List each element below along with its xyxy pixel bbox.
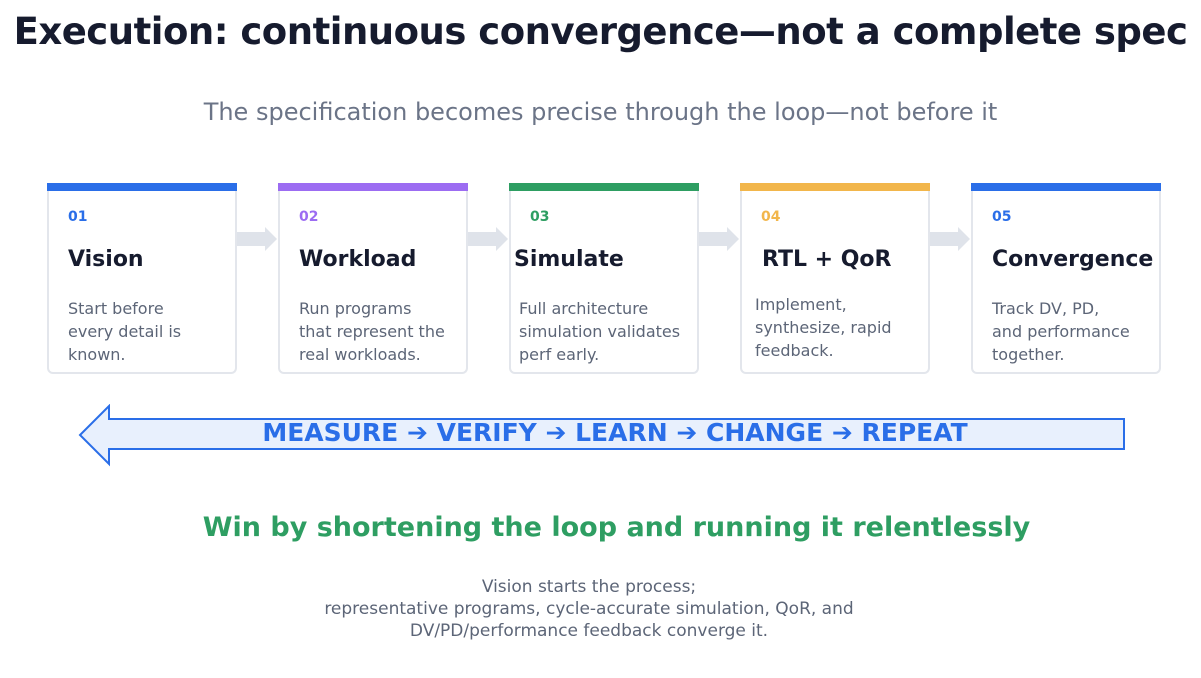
- footnote-line: representative programs, cycle-accurate …: [324, 599, 854, 619]
- page-title: Execution: continuous convergence—not a …: [13, 10, 1188, 53]
- step-description-line: feedback.: [755, 341, 834, 360]
- step-description-line: synthesize, rapid: [755, 318, 892, 337]
- connector-2-3-head: [496, 227, 508, 251]
- step-description-line: known.: [68, 345, 126, 364]
- step-description-line: and performance: [992, 322, 1130, 341]
- step-description: Full architecture simulation validates p…: [519, 297, 689, 366]
- step-card-accent-bar: [740, 183, 930, 191]
- step-description: Run programs that represent the real wor…: [299, 297, 469, 366]
- feedback-loop-label: MEASURE ➔ VERIFY ➔ LEARN ➔ CHANGE ➔ REPE…: [262, 418, 968, 447]
- step-description: Track DV, PD, and performance together.: [992, 297, 1162, 366]
- step-description-line: perf early.: [519, 345, 600, 364]
- connector-4-5-head: [958, 227, 970, 251]
- step-description-line: Run programs: [299, 299, 412, 318]
- step-title: Workload: [299, 247, 417, 272]
- connector-4-5: [929, 232, 959, 246]
- step-description-line: together.: [992, 345, 1065, 364]
- step-description-line: Track DV, PD,: [992, 299, 1100, 318]
- connector-3-4-head: [727, 227, 739, 251]
- step-number: 04: [761, 209, 781, 225]
- step-title: Convergence: [992, 247, 1154, 272]
- step-title: Simulate: [514, 247, 624, 272]
- step-number: 05: [992, 209, 1012, 225]
- step-number: 01: [68, 209, 88, 225]
- step-description: Implement, synthesize, rapid feedback.: [755, 293, 925, 362]
- step-card-accent-bar: [971, 183, 1161, 191]
- step-description-line: that represent the: [299, 322, 445, 341]
- step-card-workload: 02 Workload Run programs that represent …: [278, 183, 468, 374]
- step-number: 03: [530, 209, 550, 225]
- step-description-line: Start before: [68, 299, 164, 318]
- step-card-accent-bar: [509, 183, 699, 191]
- step-description: Start before every detail is known.: [68, 297, 238, 366]
- feedback-loop-arrow-icon: [78, 404, 1125, 467]
- step-card-convergence: 05 Convergence Track DV, PD, and perform…: [971, 183, 1161, 374]
- step-card-accent-bar: [47, 183, 237, 191]
- step-card-rtl-qor: 04 RTL + QoR Implement, synthesize, rapi…: [740, 183, 930, 374]
- footnote-line: DV/PD/performance feedback converge it.: [409, 621, 769, 641]
- footnote-line: Vision starts the process;: [481, 577, 697, 597]
- step-card-vision: 01 Vision Start before every detail is k…: [47, 183, 237, 374]
- step-description-line: Implement,: [755, 295, 847, 314]
- footnote: Vision starts the process; representativ…: [0, 576, 1178, 642]
- key-message: Win by shortening the loop and running i…: [202, 512, 1031, 543]
- step-title: RTL + QoR: [762, 247, 892, 272]
- connector-3-4: [698, 232, 728, 246]
- step-card-accent-bar: [278, 183, 468, 191]
- step-title: Vision: [68, 247, 144, 272]
- connector-1-2-head: [265, 227, 277, 251]
- feedback-loop-arrow-shape: [78, 404, 1125, 467]
- connector-1-2: [236, 232, 266, 246]
- step-number: 02: [299, 209, 319, 225]
- connector-2-3: [467, 232, 497, 246]
- page-subtitle: The specification becomes precise throug…: [203, 98, 998, 126]
- step-description-line: every detail is: [68, 322, 182, 341]
- step-description-line: real workloads.: [299, 345, 421, 364]
- step-description-line: simulation validates: [519, 322, 681, 341]
- step-description-line: Full architecture: [519, 299, 649, 318]
- step-card-simulate: 03 Simulate Full architecture simulation…: [509, 183, 699, 374]
